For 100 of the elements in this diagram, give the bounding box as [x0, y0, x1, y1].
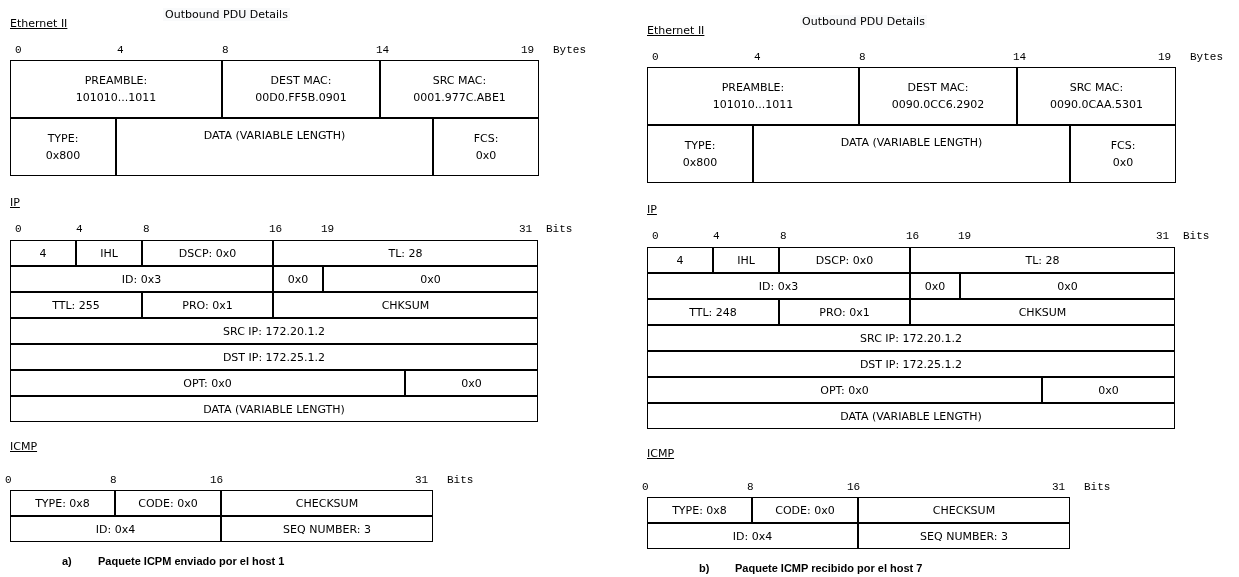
tick-label: 31: [519, 223, 533, 236]
field-cell: IHL: [77, 241, 141, 265]
tick-label: 16: [847, 481, 861, 494]
caption: Paquete ICMP recibido por el host 7: [735, 562, 923, 575]
field-cell: ID: 0x4: [11, 517, 220, 541]
field-cell: 0x0: [324, 267, 537, 291]
section-heading: IP: [10, 196, 20, 209]
tick-label: 4: [76, 223, 83, 236]
tick-label: 19: [321, 223, 335, 236]
field-cell: DST IP: 172.25.1.2: [648, 352, 1174, 376]
tick-label: 8: [143, 223, 150, 236]
field-cell: PREAMBLE: 101010...1011: [11, 61, 221, 117]
field-cell: SRC IP: 172.20.1.2: [11, 319, 537, 343]
tick-label: 0: [15, 44, 22, 57]
field-cell: TYPE: 0x800: [648, 126, 752, 182]
tick-label: 16: [906, 230, 920, 243]
field-cell: DATA (VARIABLE LENGTH): [754, 126, 1069, 182]
field-cell: FCS: 0x0: [1071, 126, 1175, 182]
tick-label: 19: [958, 230, 972, 243]
field-cell: DEST MAC: 00D0.FF5B.0901: [223, 61, 379, 117]
field-cell: 0x0: [406, 371, 537, 395]
panel-title: Outbound PDU Details: [163, 8, 290, 21]
field-cell: PRO: 0x1: [143, 293, 272, 317]
field-cell: DEST MAC: 0090.0CC6.2902: [860, 68, 1016, 124]
field-cell: ID: 0x4: [648, 524, 857, 548]
field-cell: TTL: 255: [11, 293, 141, 317]
field-cell: CHKSUM: [911, 300, 1174, 324]
tick-label: Bytes: [1190, 51, 1223, 64]
field-cell: CHECKSUM: [222, 491, 432, 515]
field-cell: ID: 0x3: [11, 267, 272, 291]
field-cell: IHL: [714, 248, 778, 272]
tick-label: Bits: [1183, 230, 1210, 243]
field-cell: CHECKSUM: [859, 498, 1069, 522]
tick-label: 31: [1052, 481, 1066, 494]
field-cell: TTL: 248: [648, 300, 778, 324]
field-cell: PREAMBLE: 101010...1011: [648, 68, 858, 124]
panel-title: Outbound PDU Details: [800, 15, 927, 28]
field-cell: TL: 28: [911, 248, 1174, 272]
tick-label: 14: [1013, 51, 1027, 64]
section-heading: Ethernet II: [647, 24, 705, 37]
field-cell: SEQ NUMBER: 3: [859, 524, 1069, 548]
field-cell: TYPE: 0x800: [11, 119, 115, 175]
field-cell: FCS: 0x0: [434, 119, 538, 175]
tick-label: 8: [780, 230, 787, 243]
field-cell: 0x0: [1043, 378, 1174, 402]
field-cell: 0x0: [911, 274, 959, 298]
field-cell: 4: [11, 241, 75, 265]
field-cell: DATA (VARIABLE LENGTH): [11, 397, 537, 421]
tick-label: Bytes: [553, 44, 586, 57]
tick-label: 8: [859, 51, 866, 64]
tick-label: 0: [15, 223, 22, 236]
field-cell: DATA (VARIABLE LENGTH): [117, 119, 432, 175]
tick-label: 8: [110, 474, 117, 487]
field-cell: CHKSUM: [274, 293, 537, 317]
field-cell: 4: [648, 248, 712, 272]
tick-label: 0: [642, 481, 649, 494]
section-heading: ICMP: [10, 440, 38, 453]
tick-label: 8: [747, 481, 754, 494]
tick-label: 16: [269, 223, 283, 236]
field-cell: TYPE: 0x8: [11, 491, 114, 515]
field-cell: SEQ NUMBER: 3: [222, 517, 432, 541]
tick-label: Bits: [447, 474, 474, 487]
tick-label: 4: [754, 51, 761, 64]
section-heading: Ethernet II: [10, 17, 68, 30]
tick-label: 4: [117, 44, 124, 57]
tick-label: Bits: [1084, 481, 1111, 494]
section-heading: IP: [647, 203, 657, 216]
tick-label: 19: [1158, 51, 1172, 64]
tick-label: 16: [210, 474, 224, 487]
caption: a): [62, 555, 72, 568]
tick-label: 14: [376, 44, 390, 57]
field-cell: TL: 28: [274, 241, 537, 265]
field-cell: DATA (VARIABLE LENGTH): [648, 404, 1174, 428]
field-cell: SRC MAC: 0090.0CAA.5301: [1018, 68, 1175, 124]
field-cell: CODE: 0x0: [116, 491, 220, 515]
field-cell: CODE: 0x0: [753, 498, 857, 522]
section-heading: ICMP: [647, 447, 675, 460]
field-cell: 0x0: [274, 267, 322, 291]
tick-label: 4: [713, 230, 720, 243]
tick-label: 19: [521, 44, 535, 57]
tick-label: 0: [652, 230, 659, 243]
tick-label: 0: [652, 51, 659, 64]
field-cell: PRO: 0x1: [780, 300, 909, 324]
field-cell: DST IP: 172.25.1.2: [11, 345, 537, 369]
field-cell: DSCP: 0x0: [780, 248, 909, 272]
field-cell: DSCP: 0x0: [143, 241, 272, 265]
tick-label: Bits: [546, 223, 573, 236]
field-cell: SRC MAC: 0001.977C.ABE1: [381, 61, 538, 117]
field-cell: ID: 0x3: [648, 274, 909, 298]
tick-label: 8: [222, 44, 229, 57]
field-cell: SRC IP: 172.20.1.2: [648, 326, 1174, 350]
tick-label: 0: [5, 474, 12, 487]
tick-label: 31: [1156, 230, 1170, 243]
caption: Paquete ICPM enviado por el host 1: [98, 555, 285, 568]
field-cell: OPT: 0x0: [648, 378, 1041, 402]
field-cell: TYPE: 0x8: [648, 498, 751, 522]
tick-label: 31: [415, 474, 429, 487]
field-cell: 0x0: [961, 274, 1174, 298]
caption: b): [699, 562, 710, 575]
field-cell: OPT: 0x0: [11, 371, 404, 395]
